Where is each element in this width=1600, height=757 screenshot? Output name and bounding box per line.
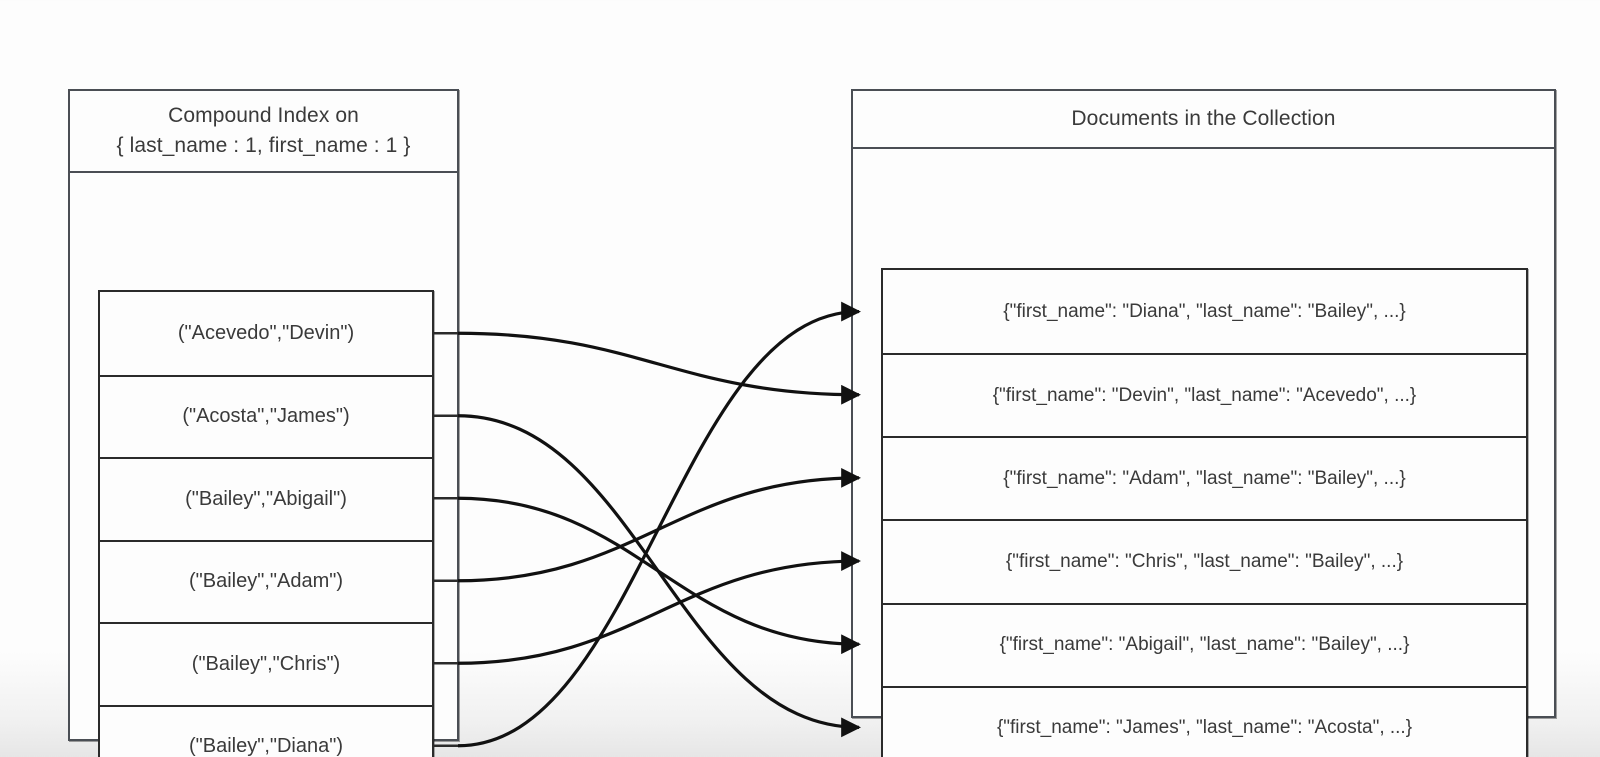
document-row[interactable]: {"first_name": "Abigail", "last_name": "… [883,602,1526,686]
document-label: {"first_name": "Adam", "last_name": "Bai… [1003,467,1406,489]
index-entry-row[interactable]: ("Bailey","Chris") [100,622,432,705]
index-entry-label: ("Bailey","Abigail") [185,487,347,510]
index-entry-row[interactable]: ("Acevedo","Devin") [100,292,432,375]
index-entry-label: ("Bailey","Adam") [189,570,343,593]
compound-index-body: ("Acevedo","Devin") ("Acosta","James") (… [70,173,457,757]
document-row[interactable]: {"first_name": "James", "last_name": "Ac… [883,685,1526,757]
documents-title-label: Documents in the Collection [1071,107,1336,130]
connector-paths [434,301,861,748]
connector-arrow [457,496,861,655]
documents-panel: Documents in the Collection {"first_name… [851,89,1556,757]
document-label: {"first_name": "Devin", "last_name": "Ac… [992,384,1417,406]
connector-arrow [457,551,861,665]
index-entry-row[interactable]: ("Acosta","James") [100,374,432,457]
connector-arrow [457,331,861,405]
index-entry-label: ("Bailey","Chris") [191,652,341,675]
documents-body: {"first_name": "Diana", "last_name": "Ba… [853,149,1554,757]
document-label: {"first_name": "Abigail", "last_name": "… [999,634,1410,656]
index-title-line-2: { last_name : 1, first_name : 1 } [116,134,411,157]
index-entry-label: ("Bailey","Diana") [188,735,343,757]
compound-index-title: Compound Index on { last_name : 1, first… [70,91,457,173]
connector-arrow [457,301,861,748]
index-entry-label: ("Acosta","James") [182,405,350,428]
index-title-line-1: Compound Index on [168,104,359,127]
connector-arrow [457,467,861,583]
index-entry-list: ("Acevedo","Devin") ("Acosta","James") (… [98,290,434,757]
document-row[interactable]: {"first_name": "Diana", "last_name": "Ba… [883,270,1526,354]
compound-index-panel: Compound Index on { last_name : 1, first… [68,89,459,757]
document-label: {"first_name": "Diana", "last_name": "Ba… [1003,300,1406,322]
connector-arrow [457,414,861,738]
index-entry-row[interactable]: ("Bailey","Adam") [100,539,432,622]
document-list: {"first_name": "Diana", "last_name": "Ba… [881,268,1528,757]
document-label: {"first_name": "Chris", "last_name": "Ba… [1005,551,1404,573]
document-row[interactable]: {"first_name": "Chris", "last_name": "Ba… [883,519,1526,603]
document-row[interactable]: {"first_name": "Devin", "last_name": "Ac… [883,353,1526,437]
document-label: {"first_name": "James", "last_name": "Ac… [996,717,1413,739]
documents-title: Documents in the Collection [853,91,1554,149]
index-entry-row[interactable]: ("Bailey","Diana") [100,704,432,757]
index-entry-row[interactable]: ("Bailey","Abigail") [100,457,432,540]
document-row[interactable]: {"first_name": "Adam", "last_name": "Bai… [883,436,1526,520]
index-entry-label: ("Acevedo","Devin") [177,321,355,344]
